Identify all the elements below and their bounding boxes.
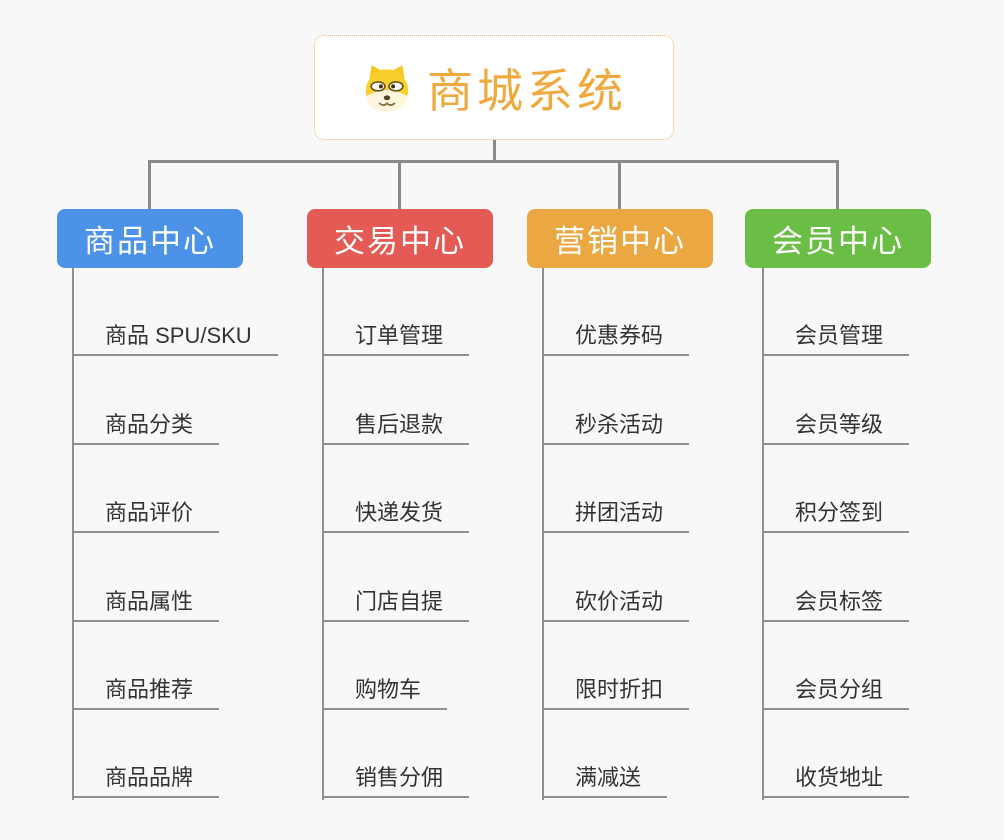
connector-trunk	[762, 268, 764, 800]
leaf-node[interactable]: 秒杀活动	[542, 409, 690, 445]
leaf-node[interactable]: 订单管理	[322, 320, 470, 356]
leaf-node[interactable]: 商品 SPU/SKU	[72, 320, 278, 356]
dog-face-icon	[361, 62, 413, 114]
leaf-node[interactable]: 积分签到	[762, 497, 910, 533]
branch-node-marketing-center[interactable]: 营销中心	[527, 209, 713, 268]
leaf-node[interactable]: 商品评价	[72, 497, 220, 533]
leaf-node[interactable]: 快递发货	[322, 497, 470, 533]
branch-node-product-center[interactable]: 商品中心	[57, 209, 243, 268]
leaf-node[interactable]: 销售分佣	[322, 762, 470, 798]
connector-drop	[836, 160, 839, 209]
leaf-node[interactable]: 会员分组	[762, 674, 910, 710]
leaf-node[interactable]: 收货地址	[762, 762, 910, 798]
branch-node-member-center[interactable]: 会员中心	[745, 209, 931, 268]
leaf-node[interactable]: 会员标签	[762, 586, 910, 622]
connector-trunk	[72, 268, 74, 800]
leaf-node[interactable]: 会员等级	[762, 409, 910, 445]
leaf-node[interactable]: 优惠券码	[542, 320, 690, 356]
connector-drop	[148, 160, 151, 209]
connector-drop	[618, 160, 621, 209]
leaf-node[interactable]: 商品推荐	[72, 674, 220, 710]
root-title: 商城系统	[427, 64, 627, 117]
branch-node-trade-center[interactable]: 交易中心	[307, 209, 493, 268]
root-node[interactable]: 商城系统	[314, 35, 674, 140]
connector-drop	[398, 160, 401, 209]
leaf-node[interactable]: 会员管理	[762, 320, 910, 356]
leaf-node[interactable]: 拼团活动	[542, 497, 690, 533]
leaf-node[interactable]: 商品分类	[72, 409, 220, 445]
leaf-node[interactable]: 购物车	[322, 674, 448, 710]
connector-cross-bar	[148, 160, 839, 163]
leaf-node[interactable]: 售后退款	[322, 409, 470, 445]
connector-root-stem	[493, 140, 496, 162]
leaf-node[interactable]: 限时折扣	[542, 674, 690, 710]
leaf-node[interactable]: 砍价活动	[542, 586, 690, 622]
leaf-node[interactable]: 门店自提	[322, 586, 470, 622]
connector-trunk	[322, 268, 324, 800]
connector-trunk	[542, 268, 544, 800]
leaf-node[interactable]: 商品品牌	[72, 762, 220, 798]
leaf-node[interactable]: 满减送	[542, 762, 668, 798]
leaf-node[interactable]: 商品属性	[72, 586, 220, 622]
